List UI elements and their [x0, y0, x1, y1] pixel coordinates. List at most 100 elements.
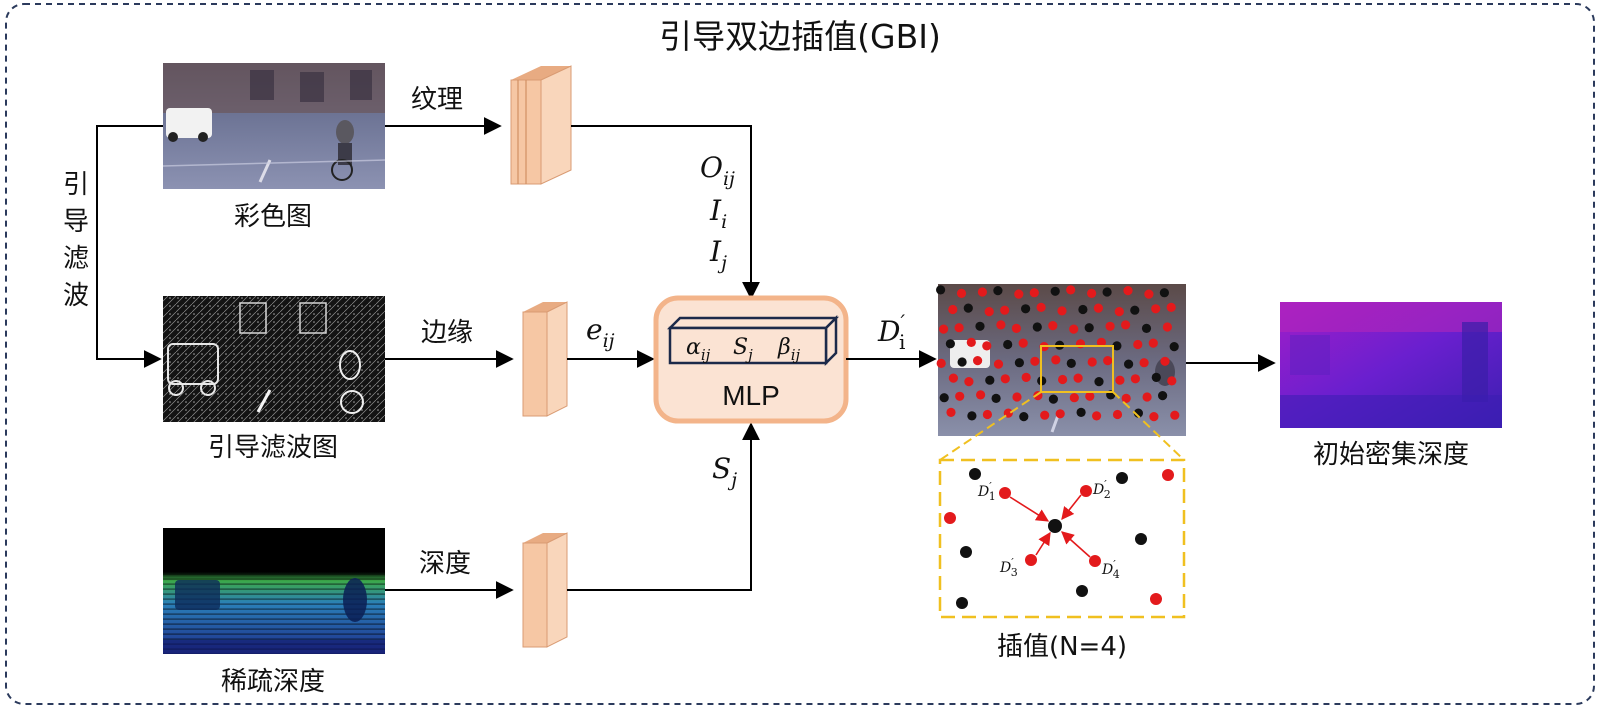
red-depth-dot [976, 390, 986, 400]
red-depth-dot [955, 391, 965, 401]
black-depth-dot [1102, 287, 1112, 297]
neighbor-arrow-2 [1061, 494, 1082, 521]
red-depth-dot [1144, 289, 1154, 299]
black-depth-dot [1050, 286, 1060, 296]
black-depth-dot [1158, 391, 1168, 401]
black-depth-dot [1048, 394, 1058, 404]
zoom-red-dot [1162, 469, 1174, 481]
side-label-char-1: 引 [63, 170, 89, 200]
red-depth-dot [1055, 409, 1065, 419]
e-ij-label: eij [586, 313, 615, 352]
mlp-beta: βij [777, 335, 801, 364]
red-depth-dot [1012, 392, 1022, 402]
red-depth-dot [1170, 410, 1180, 420]
zoom-source-box [1040, 345, 1114, 393]
neighbor-dot-2 [1080, 485, 1092, 497]
i-j-label: Ij [709, 235, 727, 274]
red-depth-dot [993, 359, 1004, 369]
black-depth-dot [1003, 339, 1013, 350]
red-depth-dot [982, 341, 992, 351]
red-depth-dot [1123, 286, 1133, 296]
red-depth-dot [936, 358, 946, 368]
black-depth-dot [1130, 305, 1140, 315]
zoom-black-dot [956, 597, 968, 609]
black-depth-dot [993, 286, 1003, 296]
zoom-connector-right [1112, 391, 1185, 461]
black-depth-dot [1032, 322, 1042, 332]
red-depth-dot [939, 324, 949, 334]
side-label-char-2: 导 [63, 207, 89, 237]
color-image-caption: 彩色图 [234, 202, 312, 232]
red-depth-dot [1160, 356, 1170, 366]
zoom-connector-left [939, 391, 1042, 461]
red-depth-dot [1114, 307, 1124, 317]
red-depth-dot [1149, 412, 1159, 422]
red-depth-dot [1073, 373, 1083, 383]
svg-text:Sj: Sj [712, 452, 737, 491]
mlp-block: αij Sj βij MLP [653, 295, 849, 424]
black-depth-dot [967, 411, 977, 421]
red-depth-dot [1051, 355, 1061, 365]
black-depth-dot [1078, 304, 1088, 315]
sparse-depth-image [163, 528, 385, 654]
neighbor-dot-4 [1089, 555, 1101, 567]
red-depth-dot [1148, 338, 1158, 348]
red-depth-dot [1139, 358, 1149, 368]
mlp-s: Sj [733, 335, 753, 364]
red-depth-dot [996, 320, 1006, 330]
red-depth-dot [1011, 323, 1022, 333]
red-depth-dot [1014, 289, 1024, 299]
red-depth-dot [1115, 375, 1125, 385]
side-label-char-4: 波 [63, 281, 89, 311]
red-depth-dot [1103, 356, 1113, 366]
red-depth-dot [1040, 410, 1050, 420]
black-depth-dot [936, 285, 946, 295]
zoom-red-dot [944, 512, 956, 524]
zoom-black-dot [1135, 533, 1147, 545]
red-depth-dot [948, 304, 958, 315]
red-depth-dot [1030, 356, 1040, 366]
neighbor-arrow-4 [1061, 531, 1091, 558]
target-dot [1048, 519, 1062, 533]
zoom-black-dot [1076, 585, 1088, 597]
red-depth-dot [1093, 303, 1103, 313]
red-depth-dot [1066, 285, 1076, 295]
red-depth-dot [1130, 374, 1140, 384]
o-ij-label: Oij [700, 151, 735, 190]
texture-to-mlp-arrow [571, 125, 760, 300]
red-depth-dot [1000, 305, 1010, 315]
side-label-char-3: 滤 [63, 244, 89, 274]
black-depth-dot [1112, 341, 1122, 351]
zoom-label-d4: D′4 [1101, 558, 1120, 581]
mlp-label: MLP [722, 380, 780, 411]
neighbor-dot-1 [999, 487, 1011, 499]
red-depth-dot [1133, 339, 1143, 350]
red-depth-dot [1166, 302, 1176, 312]
interpolation-caption: 插值(N=4) [997, 632, 1127, 662]
black-depth-dot [1066, 358, 1076, 368]
black-depth-dot [1169, 342, 1179, 352]
red-depth-dot [1105, 321, 1115, 331]
zoom-black-dot [960, 546, 972, 558]
red-depth-dot [1029, 288, 1039, 298]
red-depth-dot [1092, 411, 1102, 421]
guided-filter-caption: 引导滤波图 [208, 433, 338, 463]
red-depth-dot [1112, 409, 1123, 420]
guided-filter-arrow [96, 125, 163, 368]
black-depth-dot [985, 375, 995, 385]
svg-text:Ij: Ij [709, 235, 727, 274]
red-depth-dot [1151, 304, 1161, 314]
black-depth-dot [963, 303, 973, 313]
black-depth-dot [1019, 412, 1029, 422]
depth-dot-overlay [936, 285, 1180, 422]
black-depth-dot [975, 321, 985, 331]
red-depth-dot [1036, 302, 1046, 312]
red-depth-dot [1085, 391, 1095, 401]
dense-depth-image [1280, 302, 1502, 428]
neighbor-arrow-3 [1035, 531, 1051, 556]
black-depth-dot [991, 393, 1001, 403]
neighbor-arrow-1 [1009, 496, 1050, 522]
texture-feature-block [510, 65, 572, 185]
sparse-depth-caption: 稀疏深度 [221, 667, 325, 697]
